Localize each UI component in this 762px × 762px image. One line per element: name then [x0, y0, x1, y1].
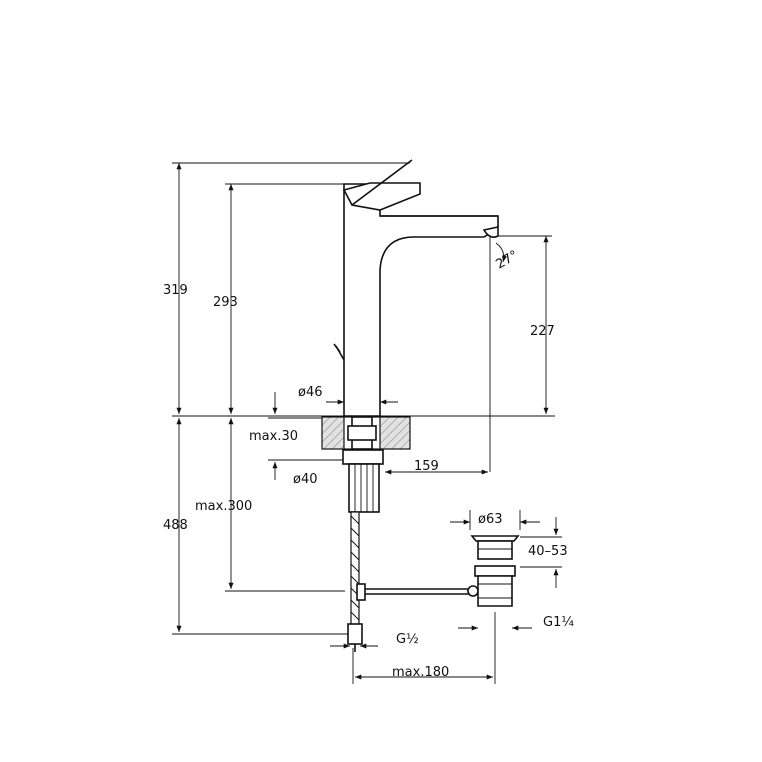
mounting-assembly — [342, 416, 384, 652]
label-max-hose-depth: max.300 — [195, 499, 252, 514]
label-max-hose-offset: max.180 — [392, 665, 449, 680]
label-spout-top-height: 293 — [213, 295, 238, 310]
waste-drain — [470, 535, 520, 607]
faucet-body — [333, 159, 499, 417]
label-outlet-height: 227 — [530, 324, 555, 339]
label-waste-diameter: ø63 — [478, 512, 503, 527]
popup-linkage — [356, 583, 479, 601]
label-spout-angle: 27° — [493, 248, 520, 273]
label-spout-reach: 159 — [414, 459, 439, 474]
dimension-labels: 319 293 227 ø46 max.30 ø40 159 488 max.3… — [163, 248, 574, 680]
label-hose-thread: G½ — [396, 632, 419, 647]
label-shank-diameter: ø40 — [293, 472, 318, 487]
label-below-counter: 488 — [163, 518, 188, 533]
dimension-lines — [176, 163, 559, 680]
label-waste-thread: G1¼ — [543, 615, 574, 630]
label-max-counter: max.30 — [249, 429, 298, 444]
label-waste-range: 40–53 — [528, 544, 568, 559]
label-body-diameter: ø46 — [298, 385, 323, 400]
label-total-height: 319 — [163, 283, 188, 298]
